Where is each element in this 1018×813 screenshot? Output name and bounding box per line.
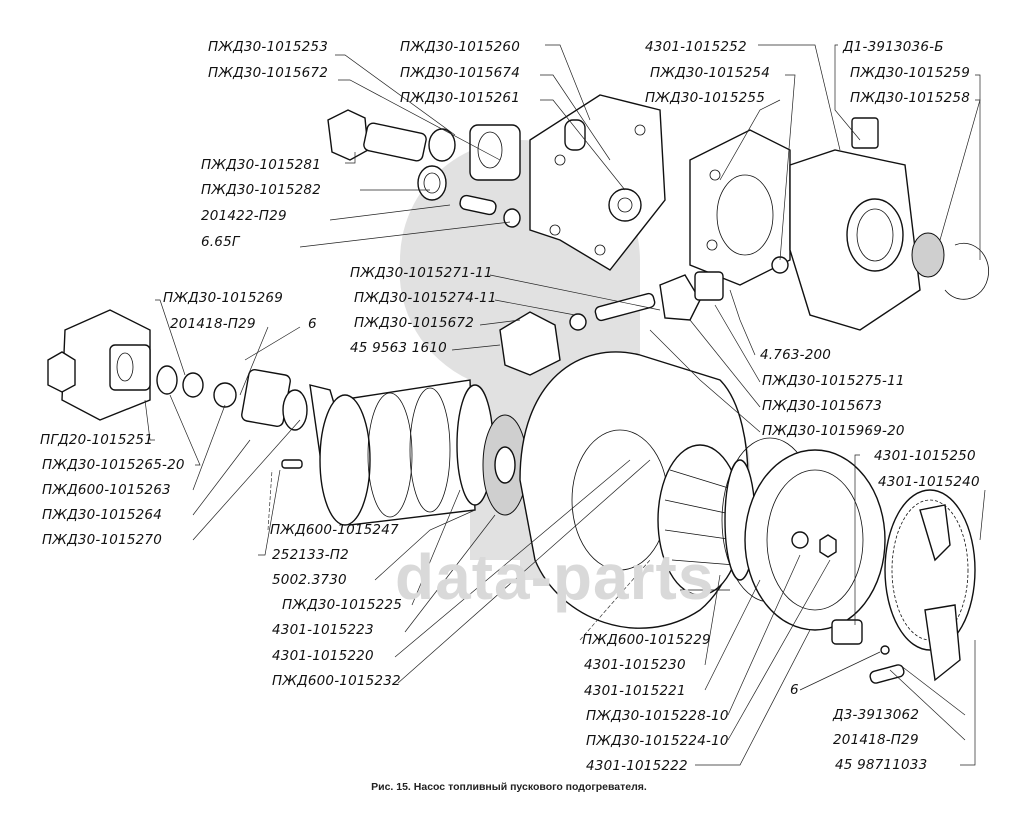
part-label[interactable]: ПЖД30-1015269 [163,290,284,306]
part-label[interactable]: ПГД20-1015251 [40,432,153,448]
part-label[interactable]: ПЖД30-1015673 [762,398,883,414]
part-label[interactable]: ПЖД30-1015969-20 [762,423,905,439]
part-label[interactable]: 4301-1015220 [272,648,374,664]
part-label[interactable]: 201418-П29 [170,316,256,332]
part-label[interactable]: Д3-3913062 [833,707,920,723]
part-label[interactable]: ПЖД30-1015255 [645,90,766,106]
part-label[interactable]: ПЖД30-1015672 [354,315,475,331]
part-label[interactable]: ПЖД30-1015258 [850,90,971,106]
part-label[interactable]: 4301-1015222 [586,758,688,774]
electric-motor-part [319,379,528,526]
part-label[interactable]: ПЖД30-1015253 [208,39,329,55]
part-label[interactable]: ПЖД600-1015247 [270,522,399,538]
part-label[interactable]: ПЖД30-1015270 [42,532,163,548]
part-label[interactable]: 6.65Г [201,234,240,250]
part-label[interactable]: ПЖД600-1015232 [272,673,401,689]
part-label[interactable]: ПЖД30-1015281 [201,157,322,173]
part-label[interactable]: Д1-3913036-Б [843,39,944,55]
watermark-text: data-parts [395,541,715,613]
union-bolt-part [327,109,521,228]
part-label[interactable]: ПЖД30-1015261 [400,90,521,106]
part-label[interactable]: ПЖД600-1015263 [42,482,171,498]
part-label[interactable]: 4.763-200 [760,347,832,363]
part-label[interactable]: 4301-1015221 [584,683,686,699]
part-label[interactable]: 45 98711033 [835,757,928,773]
part-label[interactable]: ПЖД30-1015224-10 [586,733,729,749]
blower-cover-part [744,449,886,645]
pump-cover-plate-part [529,94,666,271]
part-label[interactable]: ПЖД30-1015275-11 [762,373,905,389]
air-damper-part [869,489,976,684]
leader-lines [144,44,986,766]
part-label[interactable]: ПЖД30-1015282 [201,182,322,198]
part-label[interactable]: ПЖД30-1015264 [42,507,163,523]
part-label[interactable]: 4301-1015223 [272,622,374,638]
part-label[interactable]: ПЖД30-1015259 [850,65,971,81]
part-label[interactable]: ПЖД30-1015271-11 [350,265,493,281]
part-label[interactable]: ПЖД30-1015274-11 [354,290,497,306]
part-label[interactable]: 4301-1015250 [874,448,976,464]
part-label[interactable]: ПЖД30-1015674 [400,65,521,81]
part-label[interactable]: 201418-П29 [833,732,919,748]
pump-gasket-part [689,129,791,286]
part-label[interactable]: ПЖД30-1015254 [650,65,771,81]
part-label[interactable]: ПЖД30-1015672 [208,65,329,81]
part-label[interactable]: 45 9563 1610 [350,340,447,356]
part-label[interactable]: 201422-П29 [201,208,287,224]
part-label[interactable]: ПЖД30-1015265-20 [42,457,185,473]
part-label[interactable]: 4301-1015230 [584,657,686,673]
part-label[interactable]: 252133-П2 [272,547,349,563]
part-label[interactable]: 6 [308,316,317,332]
pump-housing-part [789,117,989,331]
part-label[interactable]: ПЖД30-1015260 [400,39,521,55]
part-label[interactable]: ПЖД30-1015225 [282,597,403,613]
part-label[interactable]: 5002.3730 [272,572,347,588]
part-label[interactable]: ПЖД600-1015229 [582,632,711,648]
relief-valve-part [499,256,789,376]
part-label[interactable]: 6 [790,682,799,698]
part-label[interactable]: ПЖД30-1015228-10 [586,708,729,724]
figure-caption: Рис. 15. Насос топливный пускового подог… [371,781,647,793]
part-label[interactable]: 4301-1015240 [878,474,980,490]
part-label[interactable]: 4301-1015252 [645,39,747,55]
